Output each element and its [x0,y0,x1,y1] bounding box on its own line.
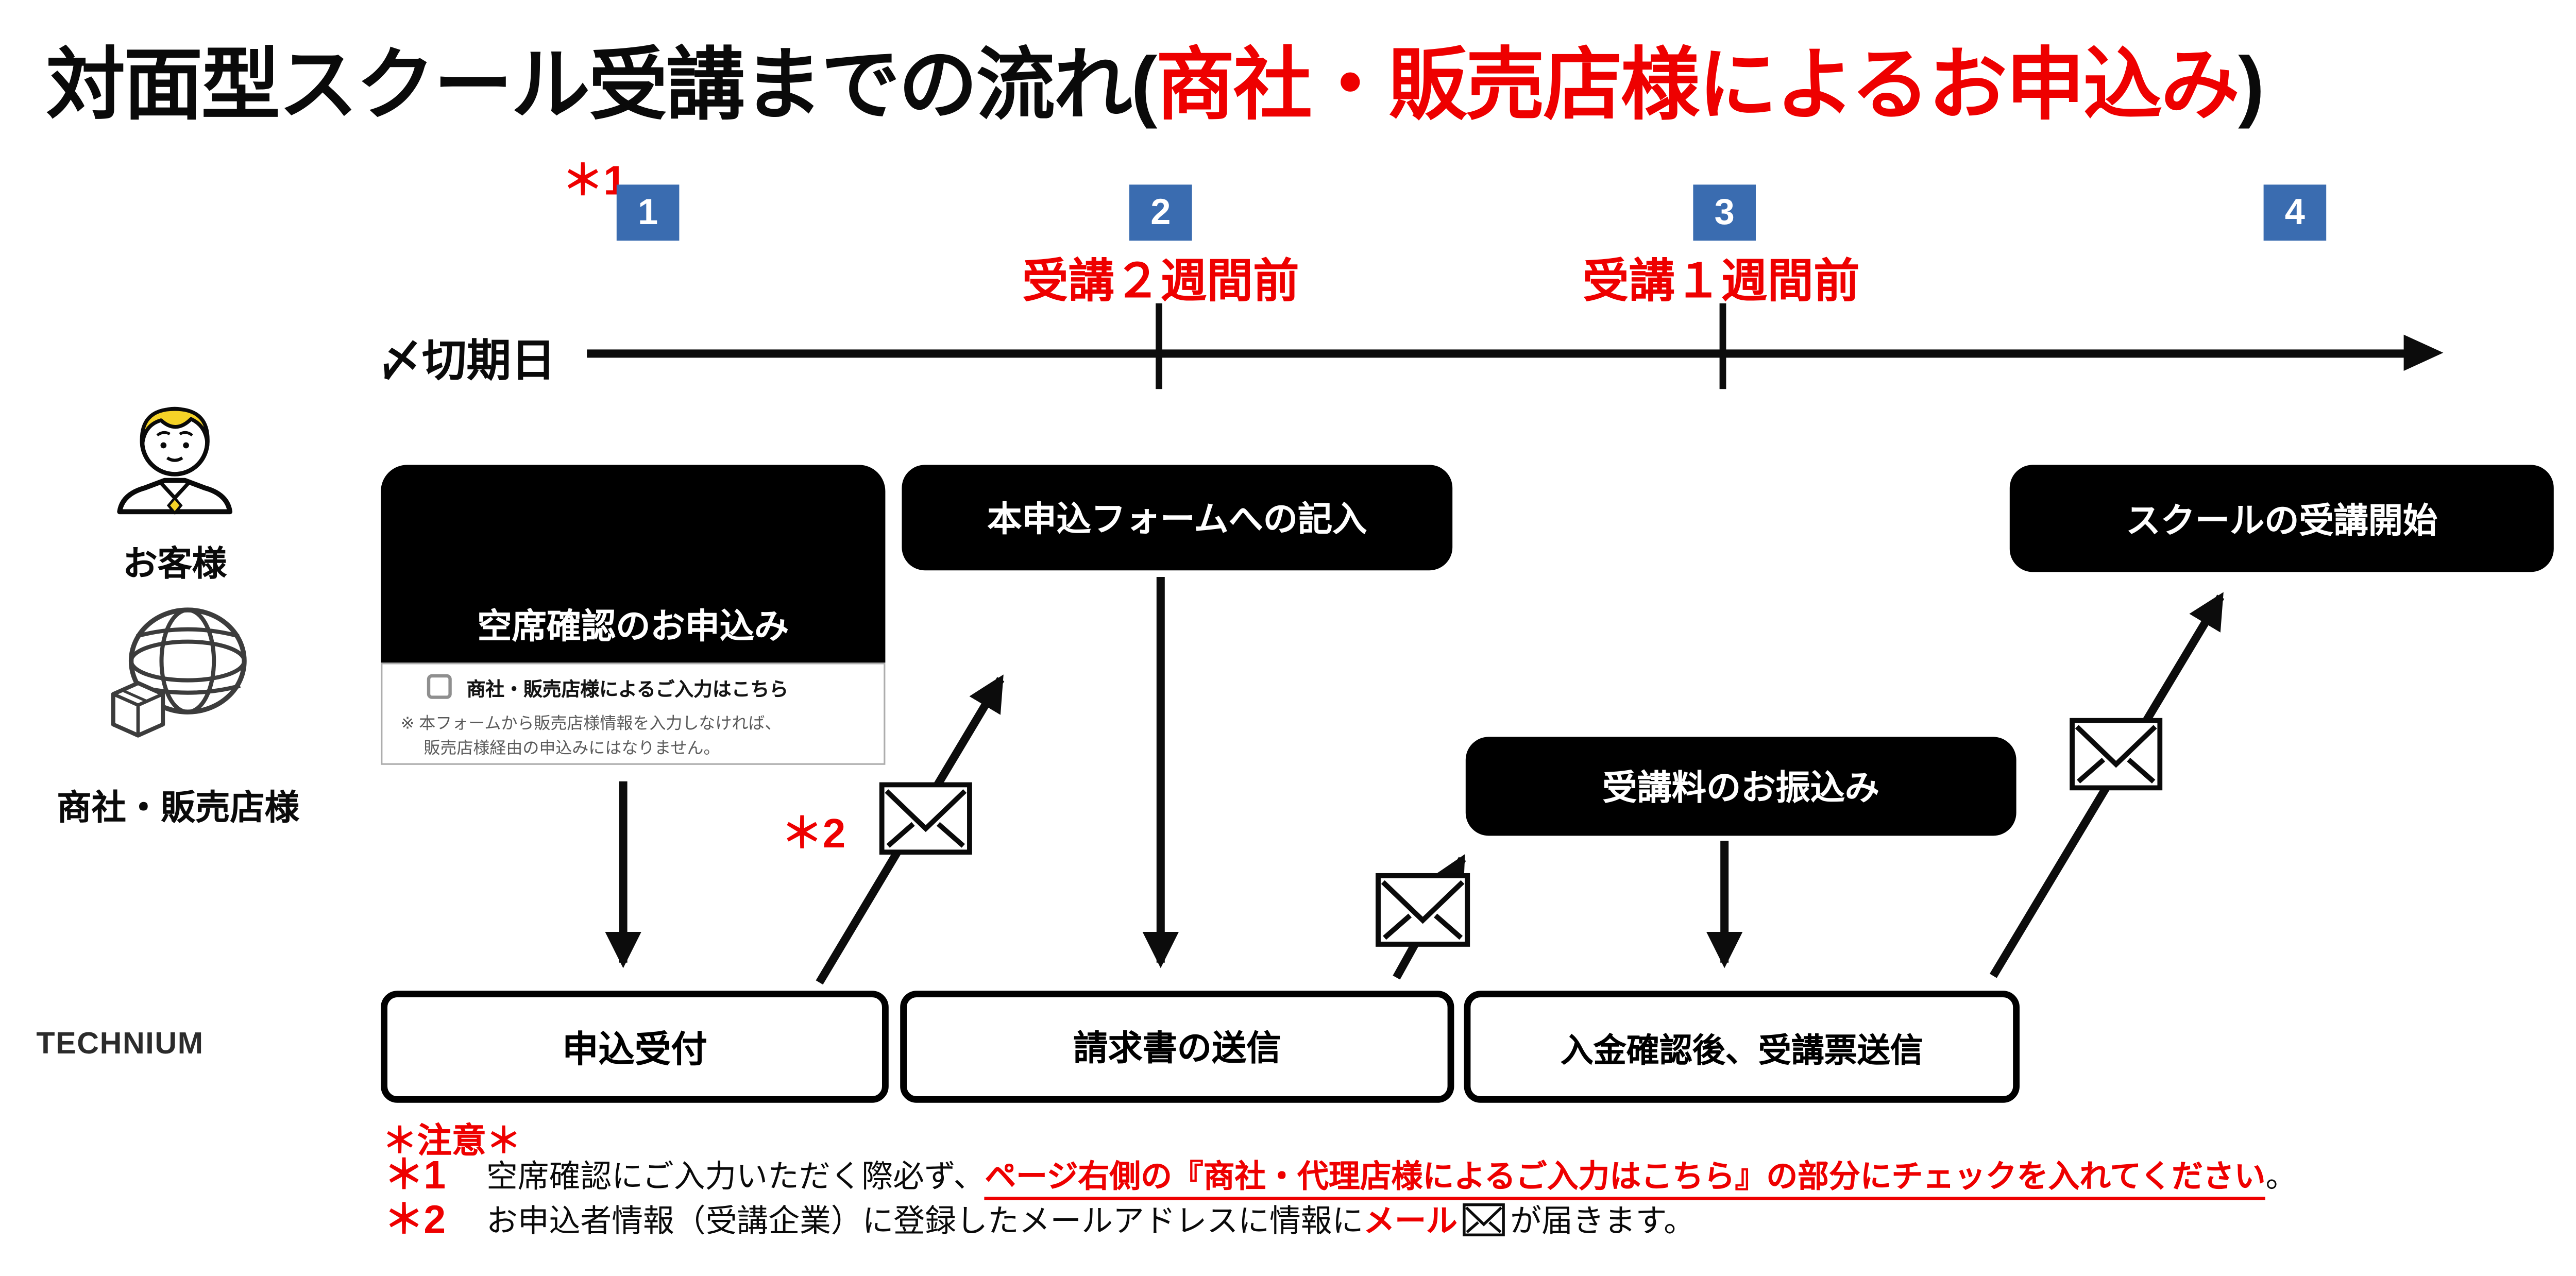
footnote-2-suffix: が届きます。 [1510,1205,1696,1240]
person-icon [117,406,233,515]
step-number-4: 4 [2263,184,2327,241]
school-start-box: スクールの受講開始 [2009,465,2554,572]
footnote-1-text: 空席確認にご入力いただく際必ず、ページ右側の『商社・代理店様によるご入力はこちら… [486,1157,2297,1200]
reception-box-label: 申込受付 [562,1028,707,1070]
timeline-label: 〆切期日 [377,336,556,386]
footnote-2-black: お申込者情報（受講企業）に登録したメールアドレスに情報に [486,1205,1364,1240]
footnote-2: ＊2 お申込者情報（受講企業）に登録したメールアドレスに情報にメール が届きます。 [384,1198,1695,1245]
vacancy-application-title: 空席確認のお申込み [477,608,789,646]
footnote-1-red-underlined: ページ右側の『商社・代理店様によるご入力はこちら』の部分にチェックを入れてくださ… [985,1160,2266,1200]
invoice-box: 請求書の送信 [900,991,1454,1103]
globe-package-icon [111,607,247,738]
page-title-black-prefix: 対面型スクール受講までの流れ( [46,43,1158,130]
timeline-tick-step2 [1156,303,1162,389]
step-number-3: 3 [1693,184,1756,241]
step3-deadline-label: 受講１週間前 [1582,256,1860,307]
footnote-2-red: メール [1363,1205,1458,1240]
school-start-box-label: スクールの受講開始 [2126,502,2438,540]
page-title-black-suffix: ) [2238,43,2264,130]
page-title: 対面型スクール受講までの流れ(商社・販売店様によるお申込み) [46,20,2265,135]
footnote-2-text: お申込者情報（受講企業）に登録したメールアドレスに情報にメール が届きます。 [486,1202,1695,1245]
payment-confirm-box-label: 入金確認後、受講票送信 [1560,1032,1923,1069]
step-number-1: 1 [616,184,680,241]
vacancy-form-note-line1: ※ 本フォームから販売店様情報を入力しなければ、 [400,715,782,734]
actor-label-distributor: 商社・販売店様 [57,789,299,828]
footnote-1: ＊1 空席確認にご入力いただく際必ず、ページ右側の『商社・代理店様によるご入力は… [384,1154,2297,1200]
distributor-entry-checkbox [427,674,452,699]
footnote-1-suffix: 。 [2265,1160,2297,1195]
envelope-icon [2070,718,2163,791]
vacancy-form-note-line2: 販売店様経由の申込みにはなりません。 [423,740,720,758]
timeline-axis [587,349,2407,358]
distributor-entry-checkbox-label: 商社・販売店様によるご入力はこちら [466,680,789,701]
footnote-1-marker: ＊1 [384,1154,446,1199]
arrow-right-icon [2403,334,2444,371]
step-number-2: 2 [1129,184,1192,241]
actor-label-customer: お客様 [123,546,227,584]
mail-annotation-2: ＊2 [781,811,846,857]
page-title-highlight: 商社・販売店様によるお申込み [1156,43,2240,130]
technium-logo: TECHNIUM [36,1025,204,1060]
application-form-box-label: 本申込フォームへの記入 [987,501,1367,539]
envelope-icon [879,782,972,855]
vacancy-form-screenshot: 商社・販売店様によるご入力はこちら ※ 本フォームから販売店様情報を入力しなけれ… [381,662,886,765]
payment-box-label: 受講料のお振込み [1602,770,1879,808]
step1-annotation: ＊1 [562,158,626,205]
footnote-1-black: 空席確認にご入力いただく際必ず、 [486,1160,985,1195]
caution-heading: ＊注意＊ [382,1122,521,1161]
step2-deadline-label: 受講２週間前 [1022,256,1299,307]
application-form-box: 本申込フォームへの記入 [902,465,1453,571]
envelope-icon [1463,1203,1505,1237]
invoice-box-label: 請求書の送信 [1073,1030,1281,1068]
payment-confirm-box: 入金確認後、受講票送信 [1464,991,2020,1103]
reception-box: 申込受付 [381,991,889,1103]
payment-box: 受講料のお振込み [1465,737,2016,836]
vacancy-application-box: 空席確認のお申込み [381,465,886,663]
footnote-2-marker: ＊2 [384,1198,446,1243]
timeline-tick-step3 [1719,303,1726,389]
envelope-icon [1376,873,1470,947]
